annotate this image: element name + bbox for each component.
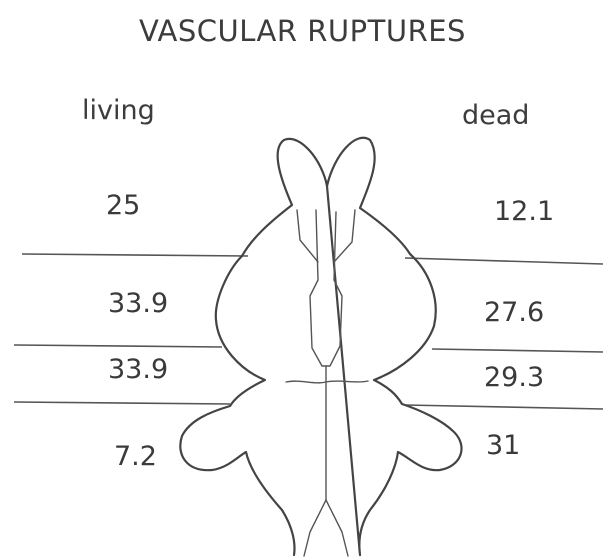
dead-value-1: 12.1 bbox=[494, 196, 554, 227]
horizontal-fissure bbox=[286, 381, 368, 383]
living-value-2: 33.9 bbox=[108, 288, 168, 319]
dead-value-3: 29.3 bbox=[484, 362, 544, 393]
divider-line-left-3 bbox=[14, 402, 230, 404]
dead-value-2: 27.6 bbox=[484, 297, 544, 328]
lower-left-branch bbox=[304, 500, 326, 556]
divider-line-left-1 bbox=[22, 254, 248, 256]
divider-line-right-2 bbox=[432, 349, 603, 352]
lower-right-branch bbox=[326, 500, 348, 556]
right-fork bbox=[334, 210, 355, 262]
living-value-3: 33.9 bbox=[108, 354, 168, 385]
divider-line-left-2 bbox=[14, 345, 222, 347]
living-value-4: 7.2 bbox=[114, 441, 157, 472]
living-value-1: 25 bbox=[106, 190, 140, 221]
divider-line-right-1 bbox=[405, 258, 603, 264]
brain-outline bbox=[180, 138, 461, 555]
divider-line-right-3 bbox=[405, 405, 603, 409]
left-fork bbox=[297, 210, 318, 262]
dead-value-4: 31 bbox=[486, 430, 520, 461]
